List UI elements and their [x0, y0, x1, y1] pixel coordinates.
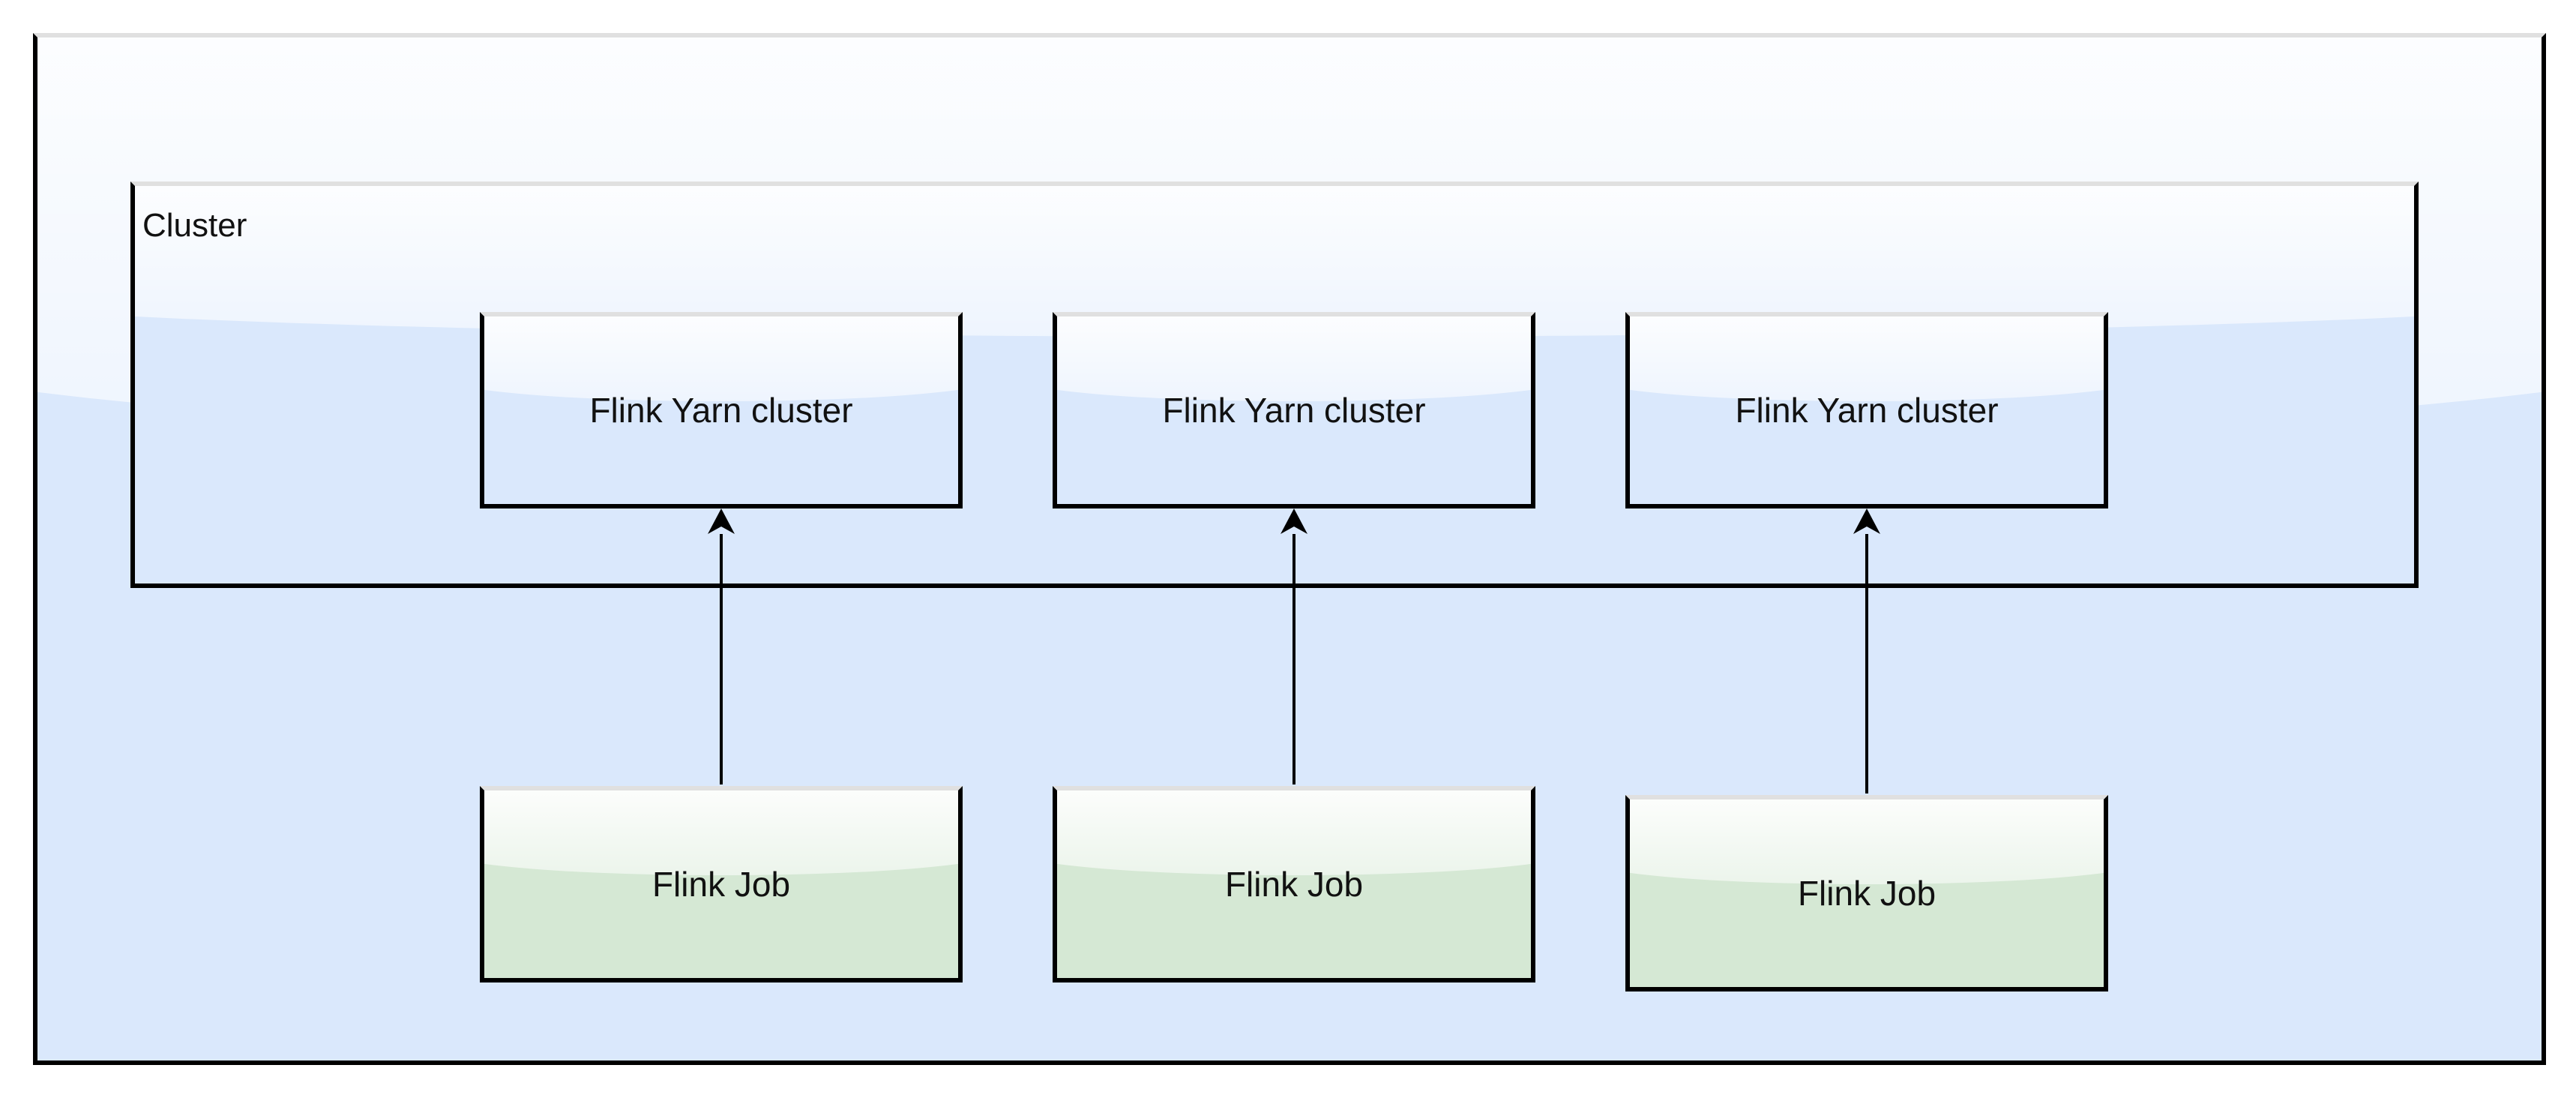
yarn-cluster-label: Flink Yarn cluster	[589, 391, 853, 430]
flink-job-label: Flink Job	[1797, 874, 1936, 913]
yarn-cluster-label: Flink Yarn cluster	[1735, 391, 1999, 430]
yarn-cluster-2: Flink Yarn cluster	[1053, 312, 1535, 508]
yarn-cluster-label: Flink Yarn cluster	[1162, 391, 1426, 430]
flink-job-1: Flink Job	[480, 786, 963, 982]
cluster-label: Cluster	[142, 207, 247, 244]
yarn-cluster-1: Flink Yarn cluster	[480, 312, 963, 508]
flink-job-3: Flink Job	[1625, 795, 2108, 992]
flink-job-label: Flink Job	[651, 865, 791, 904]
flink-job-2: Flink Job	[1053, 786, 1535, 982]
flink-job-label: Flink Job	[1224, 865, 1364, 904]
yarn-cluster-3: Flink Yarn cluster	[1625, 312, 2108, 508]
